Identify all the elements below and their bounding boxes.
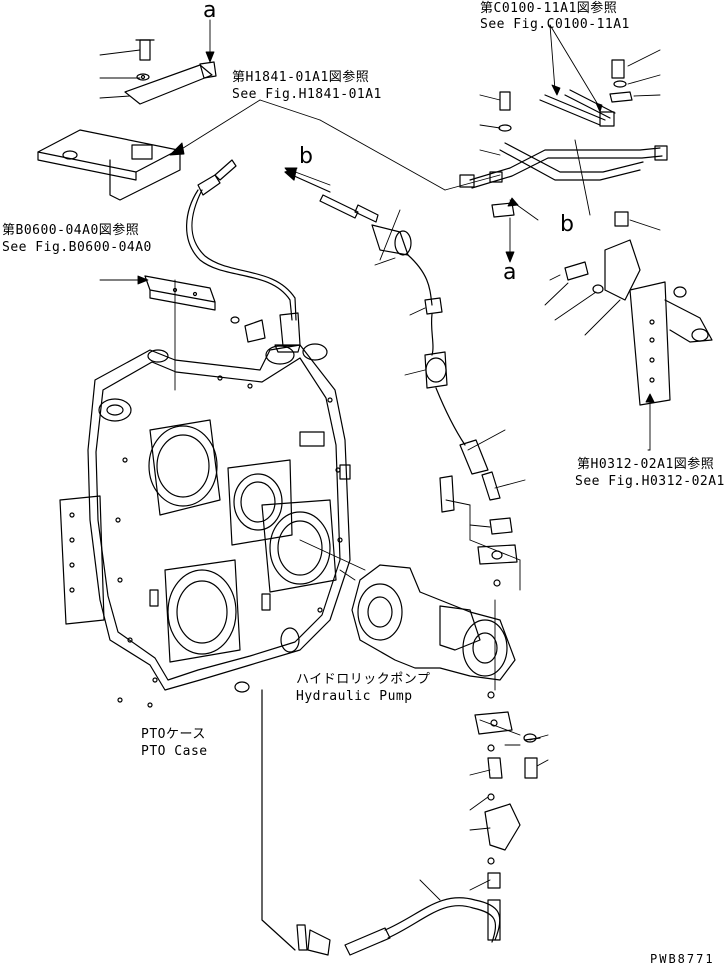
drawing-id: PWB8771: [650, 952, 715, 966]
pump-drawing: [351, 517, 541, 941]
pipe-assembly-drawing: [459, 59, 668, 227]
pto-case-drawing: [59, 343, 351, 708]
marker-b-right: b: [560, 212, 575, 237]
ref-c0100-jp: 第C0100-11A1図参照: [480, 1, 618, 16]
ref-c0100-en: See Fig.C0100-11A1: [480, 17, 630, 32]
pump-label-jp: ハイドロリックポンプ: [296, 672, 431, 687]
marker-a-mid: a: [503, 260, 517, 285]
ref-h1841-jp: 第H1841-01A1図参照: [232, 70, 370, 85]
ref-b0600-en: See Fig.B0600-04A0: [2, 240, 152, 255]
marker-a-top: a: [203, 0, 217, 23]
ref-h1841-en: See Fig.H1841-01A1: [232, 87, 382, 102]
case-label-jp: PTOケース: [141, 727, 206, 742]
mounting-bracket-drawing: [37, 39, 217, 201]
ref-h0312-jp: 第H0312-02A1図参照: [577, 457, 715, 472]
side-bracket-drawing: [564, 239, 713, 406]
ref-b0600-jp: 第B0600-04A0図参照: [2, 223, 140, 238]
ref-h0312-en: See Fig.H0312-02A1: [575, 474, 725, 489]
drain-hose-drawing: [261, 689, 501, 956]
case-label-en: PTO Case: [141, 744, 208, 759]
leader-lines: [99, 19, 661, 901]
marker-b-left: b: [299, 144, 314, 169]
marker-arrows: [284, 169, 331, 193]
hose-drawing: [186, 159, 297, 321]
sensor-drawing: [319, 194, 501, 513]
pump-label-en: Hydraulic Pump: [296, 689, 413, 704]
